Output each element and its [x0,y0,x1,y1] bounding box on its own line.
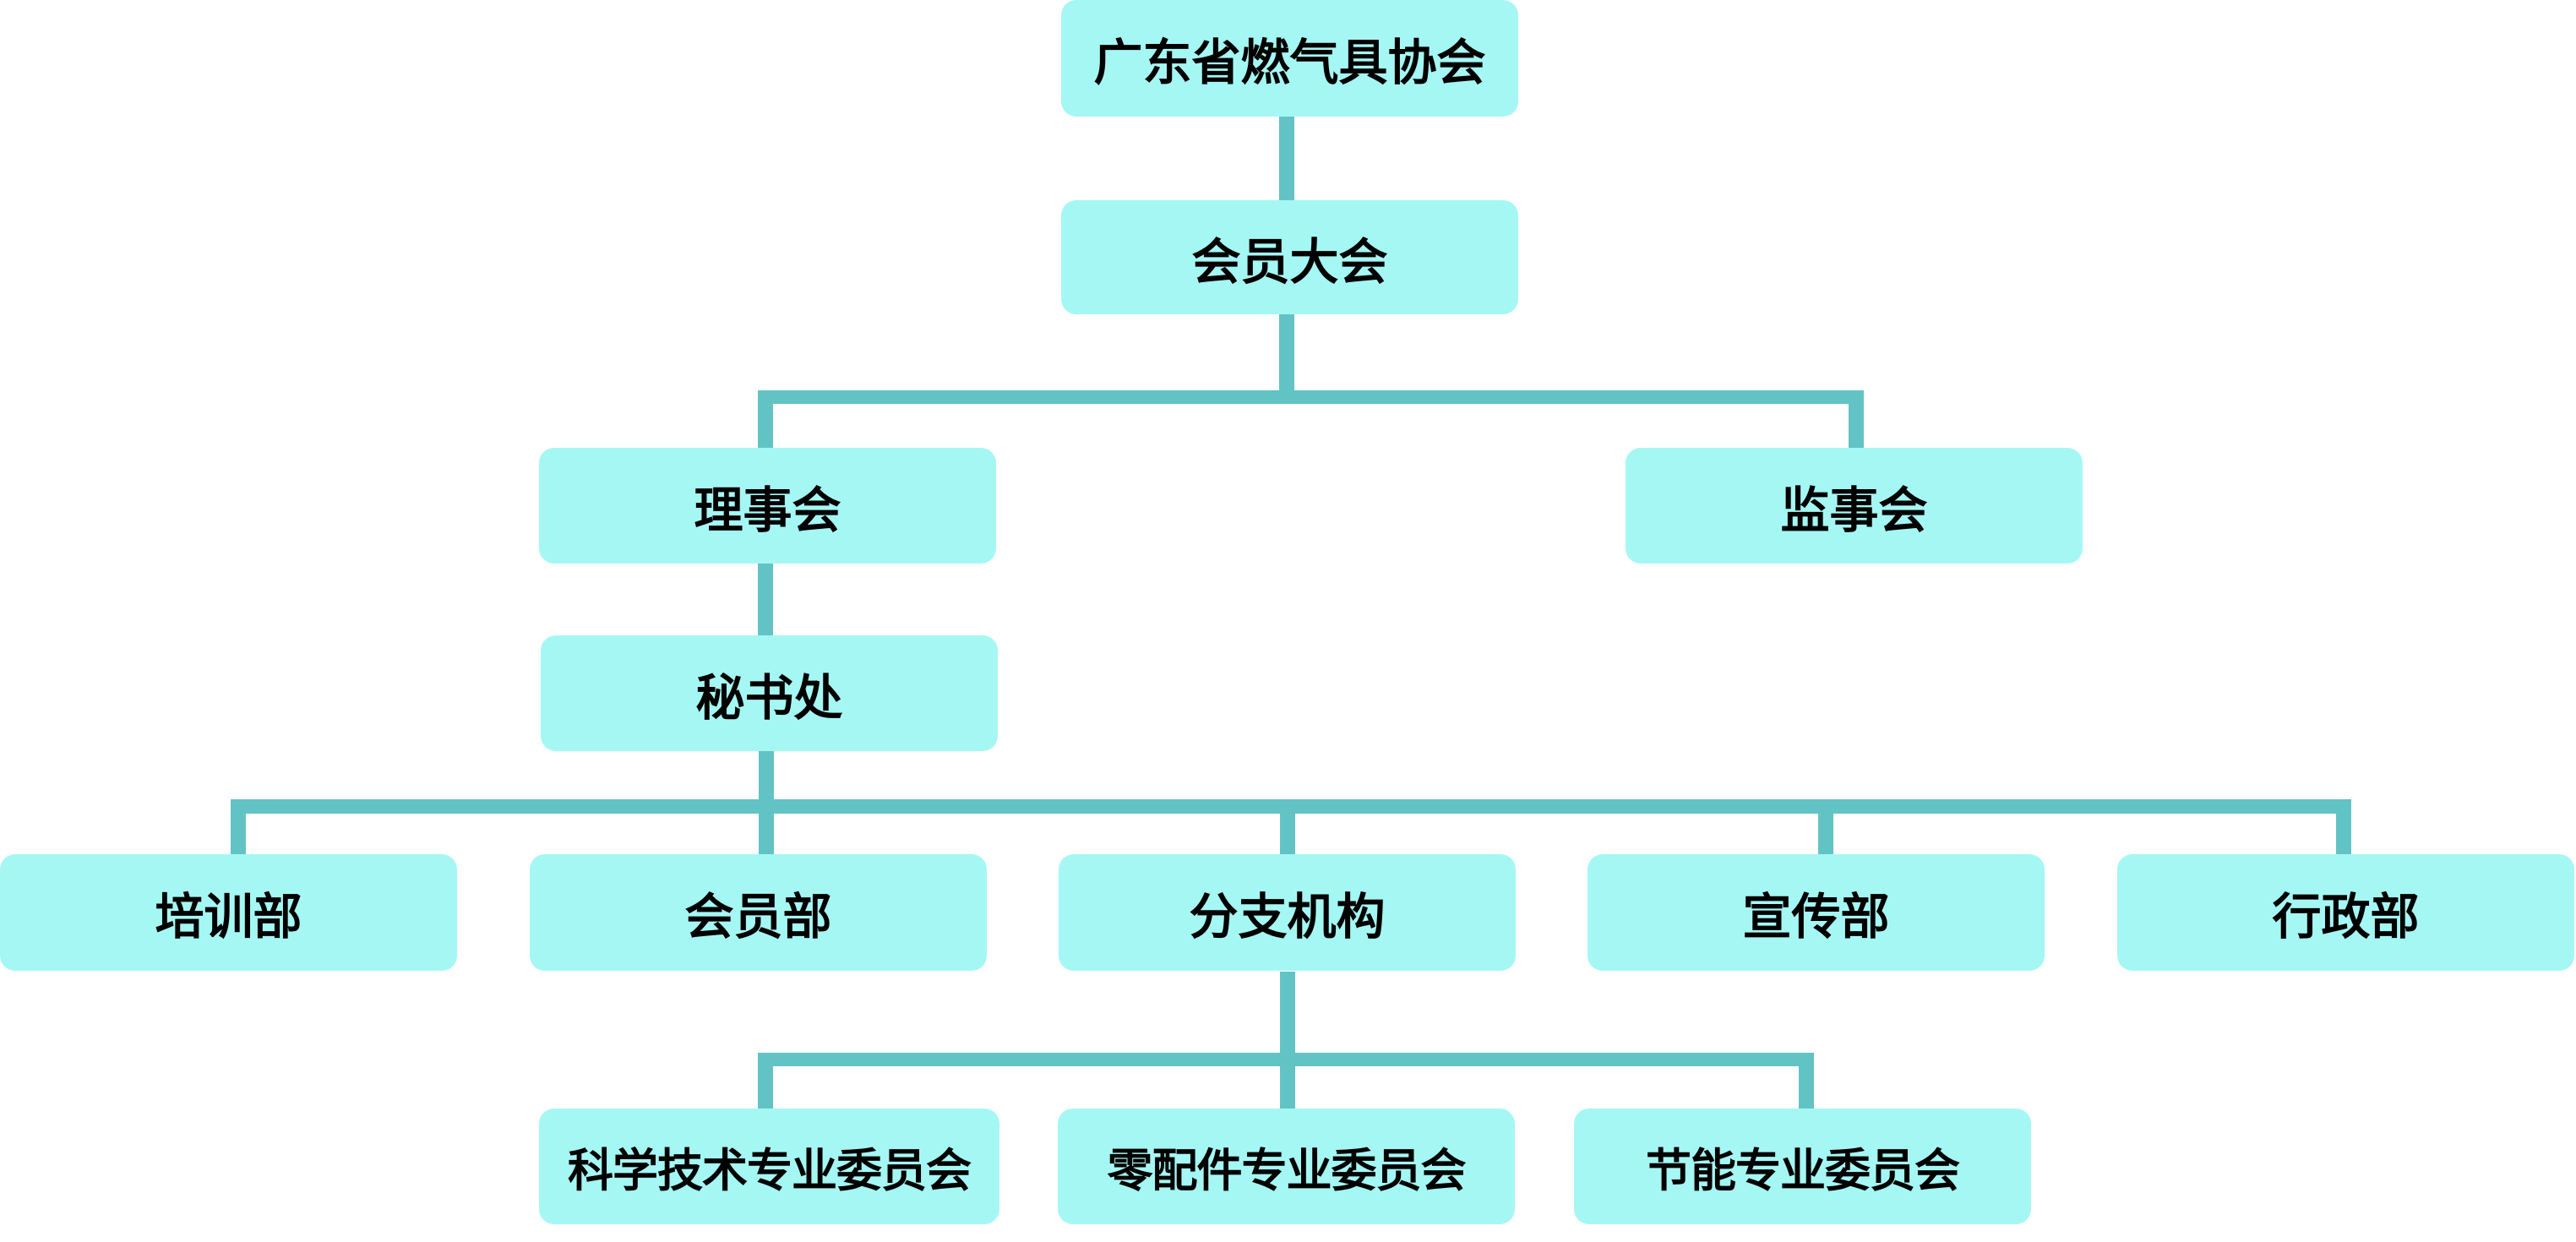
node-supervisory-board: 监事会 [1626,448,2083,564]
connector-dept-admin-drop [2336,799,2351,854]
connector-council-secretariat [758,564,773,636]
node-root: 广东省燃气具协会 [1061,0,1518,117]
node-dept-member: 会员部 [530,854,987,971]
node-committee-science: 科学技术专业委员会 [539,1109,999,1224]
connector-committee-energy-drop [1799,1053,1814,1109]
node-dept-publicity: 宣传部 [1588,854,2045,971]
node-dept-branch: 分支机构 [1059,854,1516,971]
connector-dept-publicity-drop [1818,799,1833,854]
connector-supervisory-drop [1849,390,1864,448]
connector-assembly-down [1279,313,1294,402]
connector-council-bar [758,390,1864,404]
connector-committee-science-drop [758,1053,773,1109]
node-committee-parts: 零配件专业委员会 [1058,1109,1515,1224]
connector-committee-parts-drop [1280,1053,1295,1109]
connector-dept-training-drop [231,799,246,854]
node-dept-training: 培训部 [0,854,457,971]
node-council: 理事会 [539,448,996,564]
connector-council-drop [758,390,773,448]
node-secretariat: 秘书处 [541,635,998,751]
node-dept-admin: 行政部 [2117,854,2574,971]
connector-root-assembly [1279,117,1294,201]
connector-dept-member-drop [759,799,774,854]
node-assembly: 会员大会 [1061,200,1518,314]
node-committee-energy: 节能专业委员会 [1574,1109,2031,1224]
connector-dept-branch-drop [1280,799,1295,854]
